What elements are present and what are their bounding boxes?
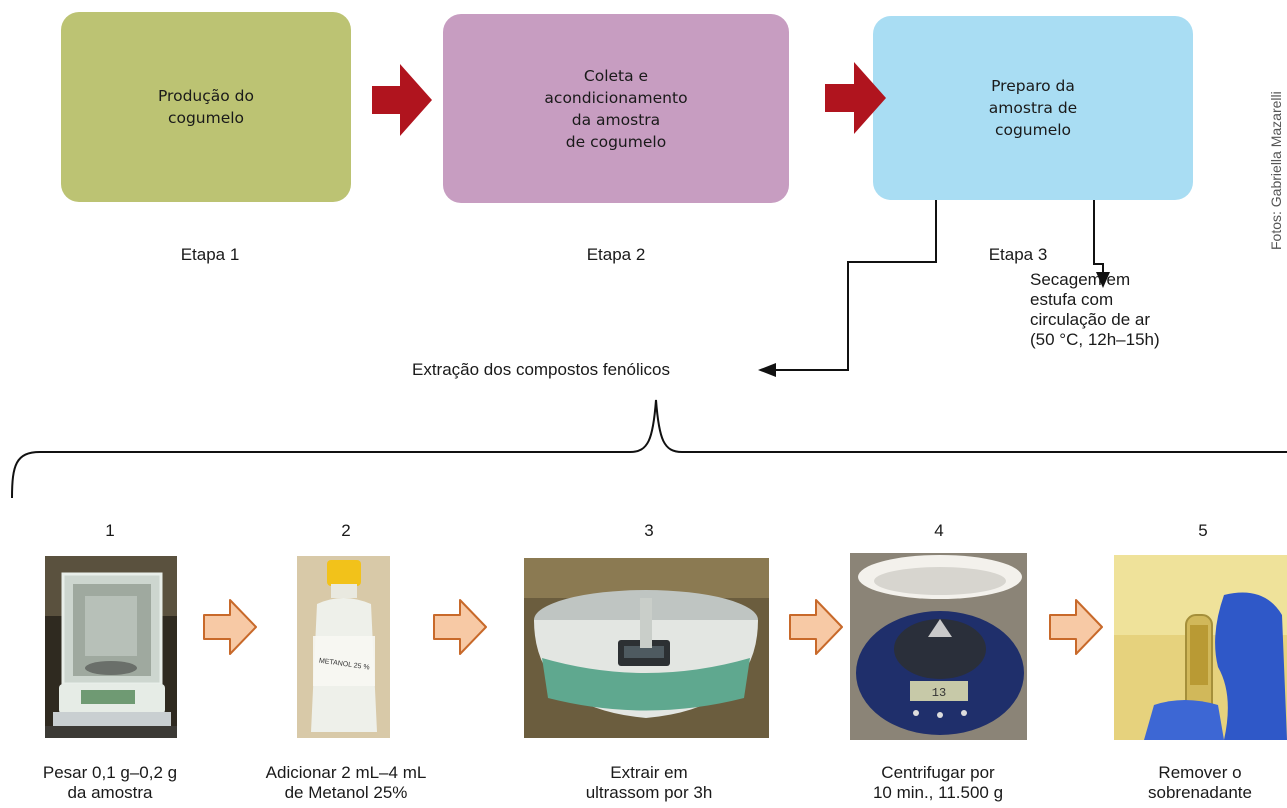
drying-connector [1093, 200, 1104, 274]
step-arrow-4 [1049, 599, 1103, 655]
extraction-brace [11, 399, 1287, 499]
step-1-caption: Pesar 0,1 g–0,2 g da amostra [42, 763, 178, 802]
step-3-number: 3 [644, 521, 654, 540]
stage-2-box: Coleta e acondicionamento da amostra de … [443, 14, 789, 203]
extraction-connector [775, 200, 937, 371]
supernatant-image [1114, 555, 1287, 740]
stage-1-text: Produção do cogumelo [157, 87, 254, 127]
centrifuge-photo: 13 [850, 553, 1027, 740]
drying-arrowhead [1096, 272, 1110, 288]
step-3-caption: Extrair em ultrassom por 3h [585, 763, 713, 802]
ultrasonic-bath-image [524, 558, 769, 738]
balance-image [45, 556, 177, 738]
red-arrow-2 [825, 62, 886, 134]
stage-2-label: Etapa 2 [586, 245, 646, 264]
stage-3-text: Preparo da amostra de cogumelo [988, 77, 1078, 139]
extraction-arrowhead [758, 363, 776, 377]
stage-1-label: Etapa 1 [180, 245, 240, 264]
step-5-number: 5 [1198, 521, 1208, 540]
stage-1-box: Produção do cogumelo [61, 12, 351, 202]
step-arrow-3 [789, 599, 843, 655]
drying-text: Secagem em estufa com circulação de ar (… [1030, 270, 1160, 349]
methanol-bottle-photo: METANOL 25 % [297, 556, 390, 738]
centrifuge-display: 13 [932, 686, 946, 700]
step-5-caption: Remover o sobrenadante [1148, 763, 1252, 802]
supernatant-photo [1114, 555, 1287, 740]
step-2-number: 2 [341, 521, 351, 540]
step-4-caption: Centrifugar por 10 min., 11.500 g [872, 763, 1004, 802]
stage-3-box: Preparo da amostra de cogumelo [873, 16, 1193, 200]
centrifuge-image: 13 [850, 553, 1027, 740]
step-1-number: 1 [105, 521, 115, 540]
step-arrow-2 [433, 599, 487, 655]
stage-3-label: Etapa 3 [988, 245, 1048, 264]
step-arrow-1 [203, 599, 257, 655]
extraction-title: Extração dos compostos fenólicos [412, 360, 670, 379]
red-arrow-1 [372, 64, 432, 136]
step-4-number: 4 [934, 521, 944, 540]
balance-photo [45, 556, 177, 738]
methanol-bottle-image: METANOL 25 % [297, 556, 390, 738]
step-2-caption: Adicionar 2 mL–4 mL de Metanol 25% [265, 763, 427, 802]
ultrasonic-bath-photo [524, 558, 769, 738]
stage-2-text: Coleta e acondicionamento da amostra de … [544, 66, 688, 151]
